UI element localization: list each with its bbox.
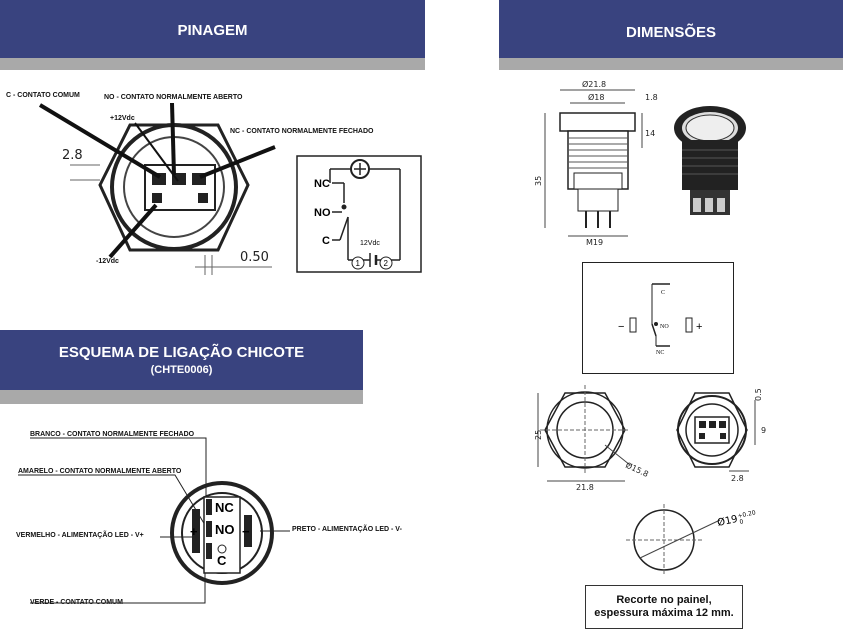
dimensoes-banner: DIMENSÕES	[499, 0, 843, 58]
pinagem-label-minus12: -12Vdc	[96, 258, 119, 265]
schem-n1: 1	[356, 259, 361, 268]
chicote-pin-no: NO	[215, 522, 235, 537]
pinagem-drawing: 2.8 0.50	[38, 102, 276, 275]
svg-text:9: 9	[761, 426, 766, 435]
chicote-pin-plus: +	[190, 524, 198, 539]
svg-text:C: C	[661, 290, 665, 296]
pointer-no	[170, 102, 176, 176]
dim-cutout: Ø19 +0.20 0	[626, 504, 757, 576]
chicote-pin-minus: −	[242, 524, 250, 539]
dim-side-view: Ø21.8 Ø18 35 14 1.8 M19	[534, 79, 658, 247]
connector-outer	[170, 481, 274, 585]
pointer-nc	[199, 145, 276, 179]
schem-n2: 2	[384, 259, 389, 268]
svg-text:+0.20: +0.20	[737, 509, 757, 520]
pinagem-title: PINAGEM	[177, 22, 248, 39]
dim-3d-view	[674, 106, 746, 215]
svg-text:25: 25	[534, 430, 543, 440]
svg-text:0: 0	[739, 518, 744, 526]
chicote-pin-nc: NC	[215, 500, 234, 515]
pointer-plus	[134, 122, 179, 182]
dim-schematic-box: − + C NO NC	[582, 262, 734, 374]
svg-text:21.8: 21.8	[576, 483, 594, 492]
svg-text:NC: NC	[656, 350, 664, 356]
schem-no: NO	[314, 207, 331, 219]
chicote-banner: ESQUEMA DE LIGAÇÃO CHICOTE (CHTE0006)	[0, 330, 363, 390]
pinagem-label-no: NO - CONTATO NORMALMENTE ABERTO	[104, 94, 243, 101]
svg-text:Ø18: Ø18	[588, 92, 604, 102]
chicote-label-branco: BRANCO - CONTATO NORMALMENTE FECHADO	[30, 431, 195, 438]
dimensoes-banner-shadow	[499, 58, 843, 70]
chicote-subtitle: (CHTE0006)	[150, 364, 213, 376]
svg-text:Ø15.8: Ø15.8	[624, 460, 650, 479]
switch-hex-body	[98, 123, 250, 252]
pinagem-banner: PINAGEM	[0, 0, 425, 58]
pointer-minus	[108, 203, 158, 259]
chicote-label-amarelo: AMARELO - CONTATO NORMALMENTE ABERTO	[18, 468, 182, 475]
chicote-title: ESQUEMA DE LIGAÇÃO CHICOTE	[58, 344, 305, 361]
pinagem-banner-shadow	[0, 58, 425, 70]
svg-text:35: 35	[534, 176, 543, 186]
svg-text:M19: M19	[586, 238, 603, 247]
note-line-1: Recorte no painel,	[616, 594, 712, 606]
cutout-note: Recorte no painel, espessura máxima 12 m…	[585, 585, 743, 629]
svg-text:Ø21.8: Ø21.8	[582, 79, 606, 89]
svg-text:1.8: 1.8	[645, 93, 658, 102]
chicote-label-preto: PRETO - ALIMENTAÇÃO LED - V-	[292, 526, 402, 533]
svg-text:−: −	[618, 321, 624, 333]
pinagem-label-c: C - CONTATO COMUM	[6, 92, 80, 99]
dim-0-50: 0.50	[240, 250, 269, 265]
note-line-2: espessura máxima 12 mm.	[594, 607, 734, 619]
chicote-label-vermelho: VERMELHO - ALIMENTAÇÃO LED - V+	[16, 532, 144, 539]
dim-front-view-left: 25 Ø15.8 21.8	[534, 385, 650, 492]
pointer-c	[38, 103, 162, 179]
pinagem-schematic: 1 2 NC NO C 12Vdc	[296, 155, 422, 273]
pinagem-label-plus12: +12Vdc	[110, 115, 135, 122]
svg-text:0.5: 0.5	[754, 388, 763, 401]
schem-c: C	[322, 235, 330, 247]
chicote-drawing: NC NO C + −	[18, 437, 290, 604]
schem-nc: NC	[314, 178, 330, 190]
dim-front-view-right: 0.5 9 2.8	[676, 388, 766, 483]
svg-text:+: +	[696, 321, 702, 333]
svg-text:2.8: 2.8	[731, 474, 744, 483]
chicote-banner-shadow	[0, 390, 363, 404]
svg-text:NO: NO	[660, 324, 669, 330]
svg-text:Ø19: Ø19	[716, 513, 739, 529]
pinagem-label-nc: NC - CONTATO NORMALMENTE FECHADO	[230, 128, 374, 135]
svg-text:14: 14	[645, 129, 655, 138]
terminal-block	[144, 164, 216, 211]
schem-12v: 12Vdc	[360, 240, 380, 247]
chicote-pin-c: C	[217, 553, 227, 568]
dimensoes-title: DIMENSÕES	[625, 24, 716, 41]
dim-2-8: 2.8	[62, 148, 83, 163]
